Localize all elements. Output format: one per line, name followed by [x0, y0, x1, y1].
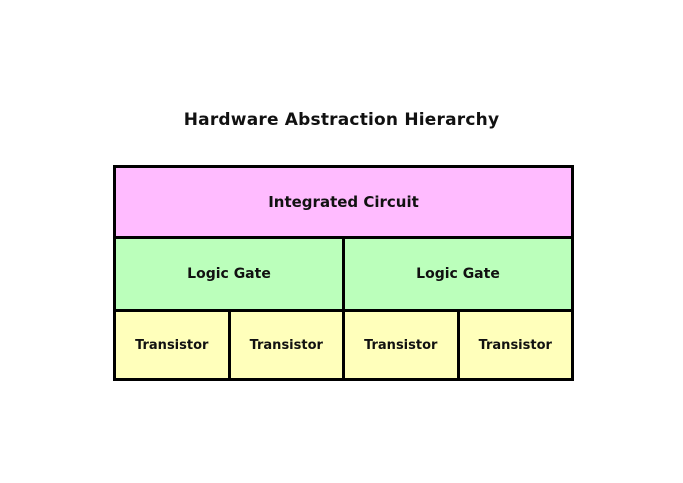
tier-integrated-circuit: Integrated Circuit [116, 168, 571, 236]
tier-logic-gate: Logic Gate Logic Gate [116, 236, 571, 309]
page-title: Hardware Abstraction Hierarchy [183, 110, 500, 130]
block-logic-gate-1: Logic Gate [116, 239, 342, 309]
block-integrated-circuit: Integrated Circuit [116, 168, 571, 236]
block-logic-gate-2: Logic Gate [342, 239, 571, 309]
hierarchy-diagram: Integrated Circuit Logic Gate Logic Gate… [113, 165, 574, 381]
block-transistor-4: Transistor [456, 312, 571, 378]
block-transistor-3: Transistor [342, 312, 457, 378]
block-transistor-1: Transistor [116, 312, 228, 378]
tier-transistor: Transistor Transistor Transistor Transis… [116, 309, 571, 378]
block-transistor-2: Transistor [227, 312, 342, 378]
